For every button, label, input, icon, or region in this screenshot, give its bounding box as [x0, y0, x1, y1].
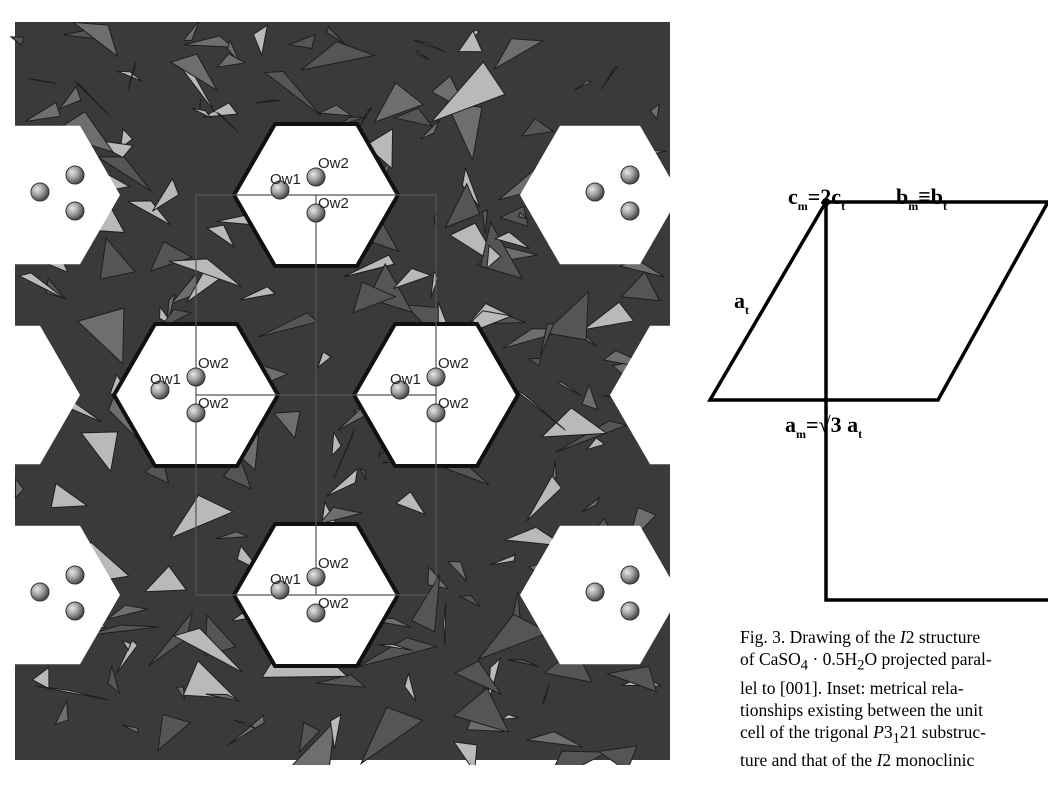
- water-label: Ow1: [270, 171, 301, 188]
- water-sphere: [620, 201, 640, 221]
- water-sphere: [306, 603, 326, 623]
- water-sphere: [585, 182, 605, 202]
- water-label: Ow1: [150, 371, 181, 388]
- water-label: Ow2: [318, 195, 349, 212]
- water-sphere: [270, 180, 290, 200]
- water-label: Ow2: [318, 595, 349, 612]
- inset-unit-cell-diagram: cm=2ct bm≡bt at am=√3 at: [706, 184, 1048, 602]
- caption-line-2: of CaSO4 · 0.5H2O projected paral-: [740, 649, 992, 674]
- am-label: am=√3 at: [785, 412, 862, 441]
- unit-cell-outline: [195, 194, 437, 596]
- polyhedra-framework: [0, 19, 686, 785]
- water-sphere: [620, 601, 640, 621]
- water-label: Ow2: [318, 555, 349, 572]
- water-label: Ow1: [270, 571, 301, 588]
- water-sphere: [150, 380, 170, 400]
- water-sphere: [585, 582, 605, 602]
- water-sphere: [620, 565, 640, 585]
- water-sphere: [306, 567, 326, 587]
- water-sphere: [30, 582, 50, 602]
- water-sphere: [620, 165, 640, 185]
- monoclinic-cell: [824, 202, 1048, 602]
- water-molecules: [30, 165, 640, 623]
- water-sphere: [390, 380, 410, 400]
- trigonal-cell: [706, 200, 1048, 402]
- figure-caption: Fig. 3. Drawing of the I2 structure of C…: [740, 626, 1048, 771]
- water-sphere: [270, 580, 290, 600]
- caption-line-4: tionships existing between the unit: [740, 699, 984, 720]
- cm-label: cm=2ct: [788, 184, 845, 213]
- water-sphere: [306, 167, 326, 187]
- water-label: Ow2: [318, 155, 349, 172]
- water-sphere: [30, 182, 50, 202]
- water-label: Ow2: [438, 395, 469, 412]
- caption-line-6: ture and that of the I2 monoclinic: [740, 750, 975, 770]
- caption-line-3: lel to [001]. Inset: metrical rela-: [740, 677, 964, 698]
- water-sphere: [426, 403, 446, 423]
- water-label: Ow2: [198, 395, 229, 412]
- bm-label: bm≡bt: [896, 184, 947, 213]
- water-sphere: [65, 565, 85, 585]
- water-sphere: [186, 367, 206, 387]
- water-sphere: [65, 601, 85, 621]
- water-label: Ow1: [390, 371, 421, 388]
- water-sphere: [65, 165, 85, 185]
- water-label: Ow2: [198, 355, 229, 372]
- caption-line-1: Fig. 3. Drawing of the I2 structure: [740, 627, 981, 647]
- water-label: Ow2: [438, 355, 469, 372]
- at-label: at: [734, 288, 749, 317]
- water-sphere: [306, 203, 326, 223]
- caption-line-5: cell of the trigonal P3121 substruc-: [740, 721, 986, 747]
- water-sphere: [426, 367, 446, 387]
- water-sphere: [186, 403, 206, 423]
- water-sphere: [65, 201, 85, 221]
